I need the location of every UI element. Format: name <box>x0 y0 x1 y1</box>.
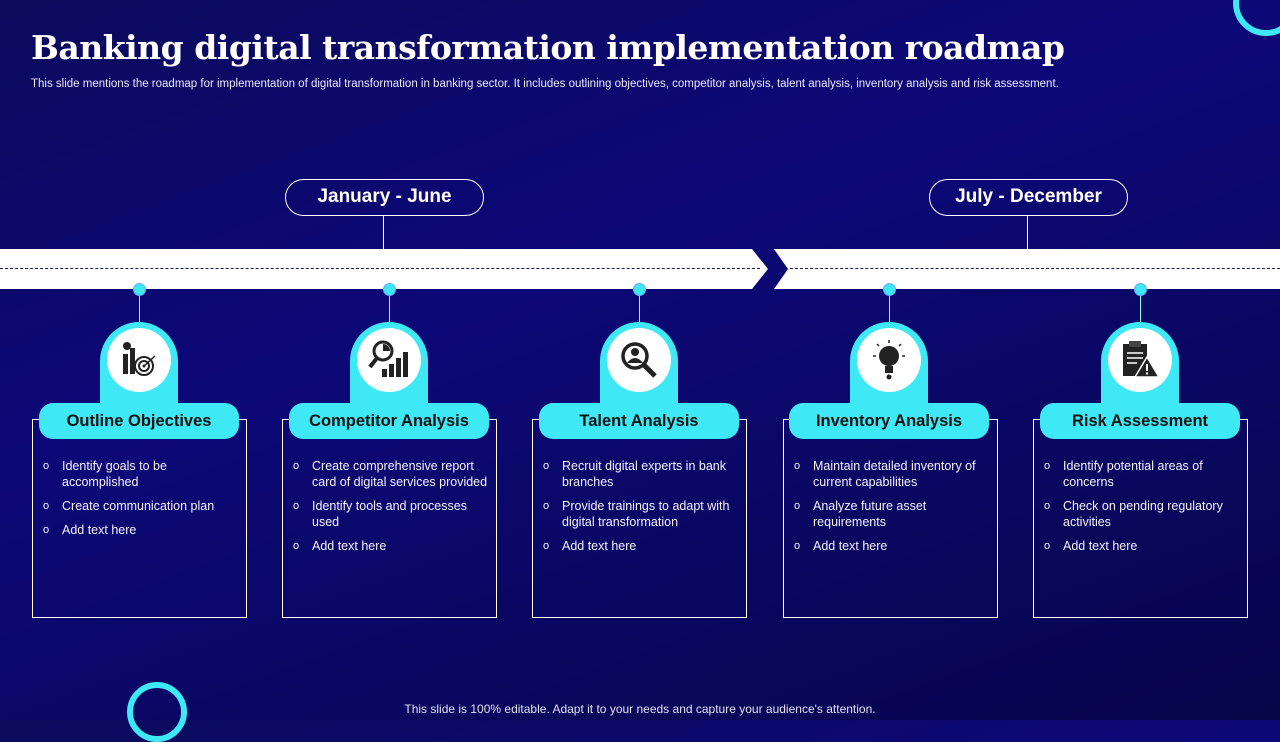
step-title: Competitor Analysis <box>289 403 489 439</box>
bullet-item: Recruit digital experts in bank branches <box>543 458 741 490</box>
footer-note: This slide is 100% editable. Adapt it to… <box>404 702 876 716</box>
bullet-item: Add text here <box>543 538 741 554</box>
decorative-ring <box>1233 0 1280 36</box>
brain-bulb-icon <box>857 328 921 392</box>
person-search-icon <box>607 328 671 392</box>
bullet-item: Identify tools and processes used <box>293 498 491 530</box>
page-title: Banking digital transformation implement… <box>31 28 1065 67</box>
bullet-item: Add text here <box>293 538 491 554</box>
bullet-item: Identify potential areas of concerns <box>1044 458 1242 490</box>
target-chart-icon <box>107 328 171 392</box>
timeline-dot <box>383 283 396 296</box>
connector <box>889 296 890 322</box>
connector <box>139 296 140 322</box>
timeline-arrow <box>0 249 768 289</box>
magnifier-chart-icon <box>357 328 421 392</box>
timeline-arrow <box>774 249 1280 289</box>
clipboard-warning-icon <box>1108 328 1172 392</box>
step-title: Risk Assessment <box>1040 403 1240 439</box>
step-title: Outline Objectives <box>39 403 239 439</box>
step-title: Inventory Analysis <box>789 403 989 439</box>
bullet-item: Check on pending regulatory activities <box>1044 498 1242 530</box>
connector <box>1027 216 1028 249</box>
bullet-item: Add text here <box>43 522 243 538</box>
timeline-dot <box>133 283 146 296</box>
connector <box>389 296 390 322</box>
timeline-dash <box>790 268 1280 269</box>
connector <box>383 216 384 249</box>
bullet-item: Create comprehensive report card of digi… <box>293 458 491 490</box>
step-bullets: Identify goals to be accomplishedCreate … <box>43 458 243 546</box>
bullet-item: Identify goals to be accomplished <box>43 458 243 490</box>
step-bullets: Maintain detailed inventory of current c… <box>794 458 992 562</box>
connector <box>1140 296 1141 322</box>
page-subtitle: This slide mentions the roadmap for impl… <box>31 78 1059 90</box>
bullet-item: Add text here <box>794 538 992 554</box>
connector <box>639 296 640 322</box>
step-bullets: Recruit digital experts in bank branches… <box>543 458 741 562</box>
bullet-item: Add text here <box>1044 538 1242 554</box>
bullet-item: Provide trainings to adapt with digital … <box>543 498 741 530</box>
bullet-item: Maintain detailed inventory of current c… <box>794 458 992 490</box>
step-title: Talent Analysis <box>539 403 739 439</box>
period-label: July - December <box>929 179 1128 216</box>
timeline-dot <box>1134 283 1147 296</box>
step-bullets: Create comprehensive report card of digi… <box>293 458 491 562</box>
timeline-dot <box>883 283 896 296</box>
timeline-dash <box>0 268 760 269</box>
bullet-item: Create communication plan <box>43 498 243 514</box>
period-label: January - June <box>285 179 484 216</box>
timeline-dot <box>633 283 646 296</box>
step-bullets: Identify potential areas of concernsChec… <box>1044 458 1242 562</box>
bullet-item: Analyze future asset requirements <box>794 498 992 530</box>
